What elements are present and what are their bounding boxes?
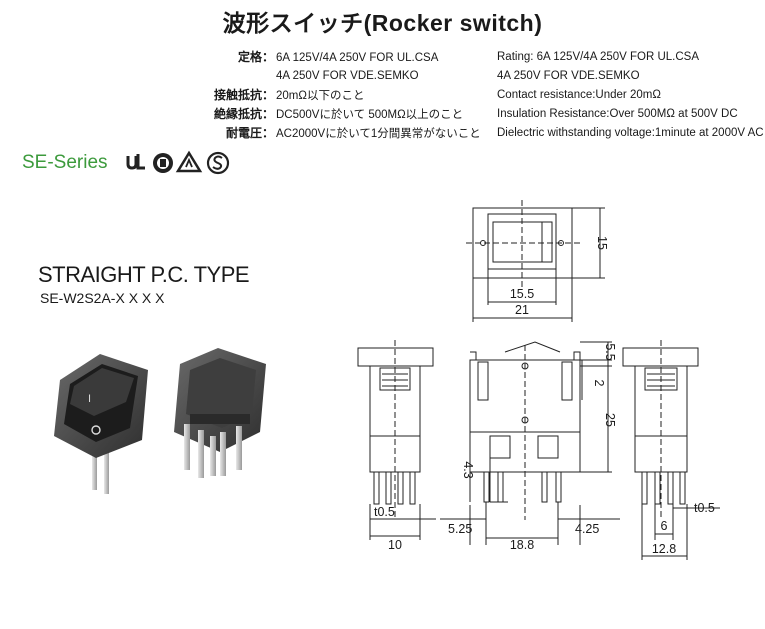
ul-recognized-icon	[126, 154, 145, 170]
dim-cap-height: 5.5	[603, 343, 617, 360]
semko-icon	[175, 150, 203, 173]
dim-body-height: 25	[603, 413, 617, 427]
dim-right-thickness: t0.5	[694, 501, 715, 515]
dimension-labels: 15 15.5 21 5.5 2 25 4.3 t0.5 10 5.25 18.…	[374, 236, 715, 556]
spec-jp-value: 20mΩ以下のこと	[276, 90, 365, 102]
dim-top-height: 15	[595, 236, 609, 250]
product-model-number: SE-W2S2A-X X X X	[40, 290, 165, 306]
spec-jp-label: 耐電圧：	[225, 126, 274, 140]
spec-jp-row: 定格：6A 125V/4A 250V FOR UL.CSA	[190, 48, 438, 67]
dim-left-thickness: t0.5	[374, 505, 395, 519]
spec-en-row: Insulation Resistance:Over 500MΩ at 500V…	[497, 108, 738, 120]
dim-top-outer-width: 21	[515, 303, 529, 317]
dim-terminal-length: 4.3	[461, 461, 475, 478]
switch-photo-back	[174, 348, 266, 478]
spec-jp-value: AC2000Vに於いて1分間異常がないこと	[276, 128, 481, 140]
dim-front-width: 18.8	[510, 538, 534, 552]
page-title: 波形スイッチ(Rocker switch)	[222, 10, 543, 36]
dim-left-width: 10	[388, 538, 402, 552]
csa-icon	[153, 153, 173, 173]
spec-jp-value: 4A 250V FOR VDE.SEMKO	[276, 70, 419, 82]
product-type-title: STRAIGHT P.C. TYPE	[38, 262, 250, 287]
spec-jp-label: 接触抵抗：	[213, 88, 274, 102]
dim-step-height: 2	[592, 380, 606, 387]
spec-en-row: Dielectric withstanding voltage:1minute …	[497, 127, 764, 139]
spec-en-row: Contact resistance:Under 20mΩ	[497, 89, 661, 101]
left-side-view-drawing	[357, 340, 436, 540]
series-label: SE-Series	[22, 152, 108, 173]
right-side-view-drawing	[622, 340, 720, 560]
dim-right-pitch: 6	[661, 519, 668, 533]
dim-right-width: 12.8	[652, 542, 676, 556]
spec-jp-value: DC500Vに於いて 500MΩ以上のこと	[276, 109, 464, 121]
spec-jp-row: 4A 250V FOR VDE.SEMKO	[190, 67, 419, 86]
front-view-drawing	[440, 341, 620, 545]
certification-marks	[126, 150, 230, 175]
switch-photo-front: I	[54, 354, 148, 494]
spec-jp-row: 耐電圧：AC2000Vに於いて1分間異常がないこと	[190, 124, 481, 143]
top-view-drawing	[466, 200, 605, 322]
s-mark-icon	[206, 151, 230, 175]
spec-jp-label: 定格：	[237, 50, 274, 64]
svg-text:I: I	[88, 393, 91, 405]
spec-jp-label: 絶縁抵抗：	[213, 107, 274, 121]
spec-en-row: Rating: 6A 125V/4A 250V FOR UL.CSA	[497, 51, 700, 63]
spec-jp-value: 6A 125V/4A 250V FOR UL.CSA	[276, 52, 439, 64]
dim-top-inner-width: 15.5	[510, 287, 534, 301]
spec-jp-row: 接触抵抗：20mΩ以下のこと	[190, 86, 364, 105]
dim-front-left-offset: 5.25	[448, 522, 472, 536]
spec-en-row: 4A 250V FOR VDE.SEMKO	[497, 70, 640, 82]
product-photos: I	[54, 348, 266, 494]
dim-front-right-offset: 4.25	[575, 522, 599, 536]
spec-jp-row: 絶縁抵抗：DC500Vに於いて 500MΩ以上のこと	[190, 105, 463, 124]
